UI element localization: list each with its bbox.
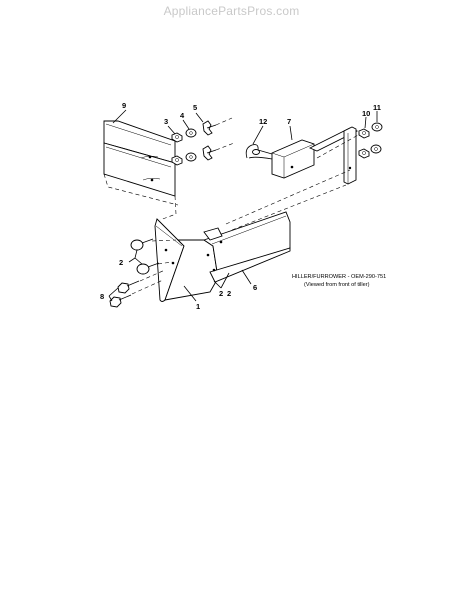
callout-6: 6 [253,283,257,292]
washer-part-4[interactable] [185,128,197,162]
callout-2-lower: 2 [219,289,223,298]
callout-9: 8 [100,292,104,301]
nut-part-3[interactable] [171,132,183,166]
caption-title: HILLER/FURROWER - OEM-290-751 [292,274,386,280]
callout-3: 3 [164,117,168,126]
site-watermark: AppliancePartsPros.com [163,4,300,18]
hairpin-clip-part-12[interactable] [245,144,273,160]
hex-bolt-part-9[interactable] [109,280,140,308]
diagram-caption: HILLER/FURROWER - OEM-290-751 (Viewed fr… [292,274,386,288]
callout-labels: 9 3 4 5 12 7 10 11 2 8 1 2 2 6 [100,101,381,311]
wing-panel-part-7[interactable] [103,120,176,197]
callout-2-left: 2 [119,258,123,267]
callout-12: 12 [259,117,267,126]
nut-part-10[interactable] [358,128,370,159]
callout-11: 11 [373,103,381,112]
wing-panel-part-6[interactable] [202,211,291,283]
plow-plate-part-1[interactable] [154,218,219,302]
callout-4: 4 [180,111,185,120]
callout-10: 10 [362,109,370,118]
callout-2-lower-b: 2 [227,289,231,298]
nut-part-11[interactable] [370,122,383,154]
callout-1: 1 [196,302,200,311]
caption-note: (Viewed from front of tiller) [304,282,370,288]
leader-lines [108,109,378,302]
callout-5: 5 [193,103,197,112]
callout-8: 7 [287,117,291,126]
wing-bolt-part-5[interactable] [202,120,217,161]
assembly-guide-lines [103,117,361,295]
callout-7: 9 [122,101,126,110]
mount-bracket-part-8[interactable] [271,126,359,185]
carriage-bolt-part-2[interactable] [130,238,160,275]
